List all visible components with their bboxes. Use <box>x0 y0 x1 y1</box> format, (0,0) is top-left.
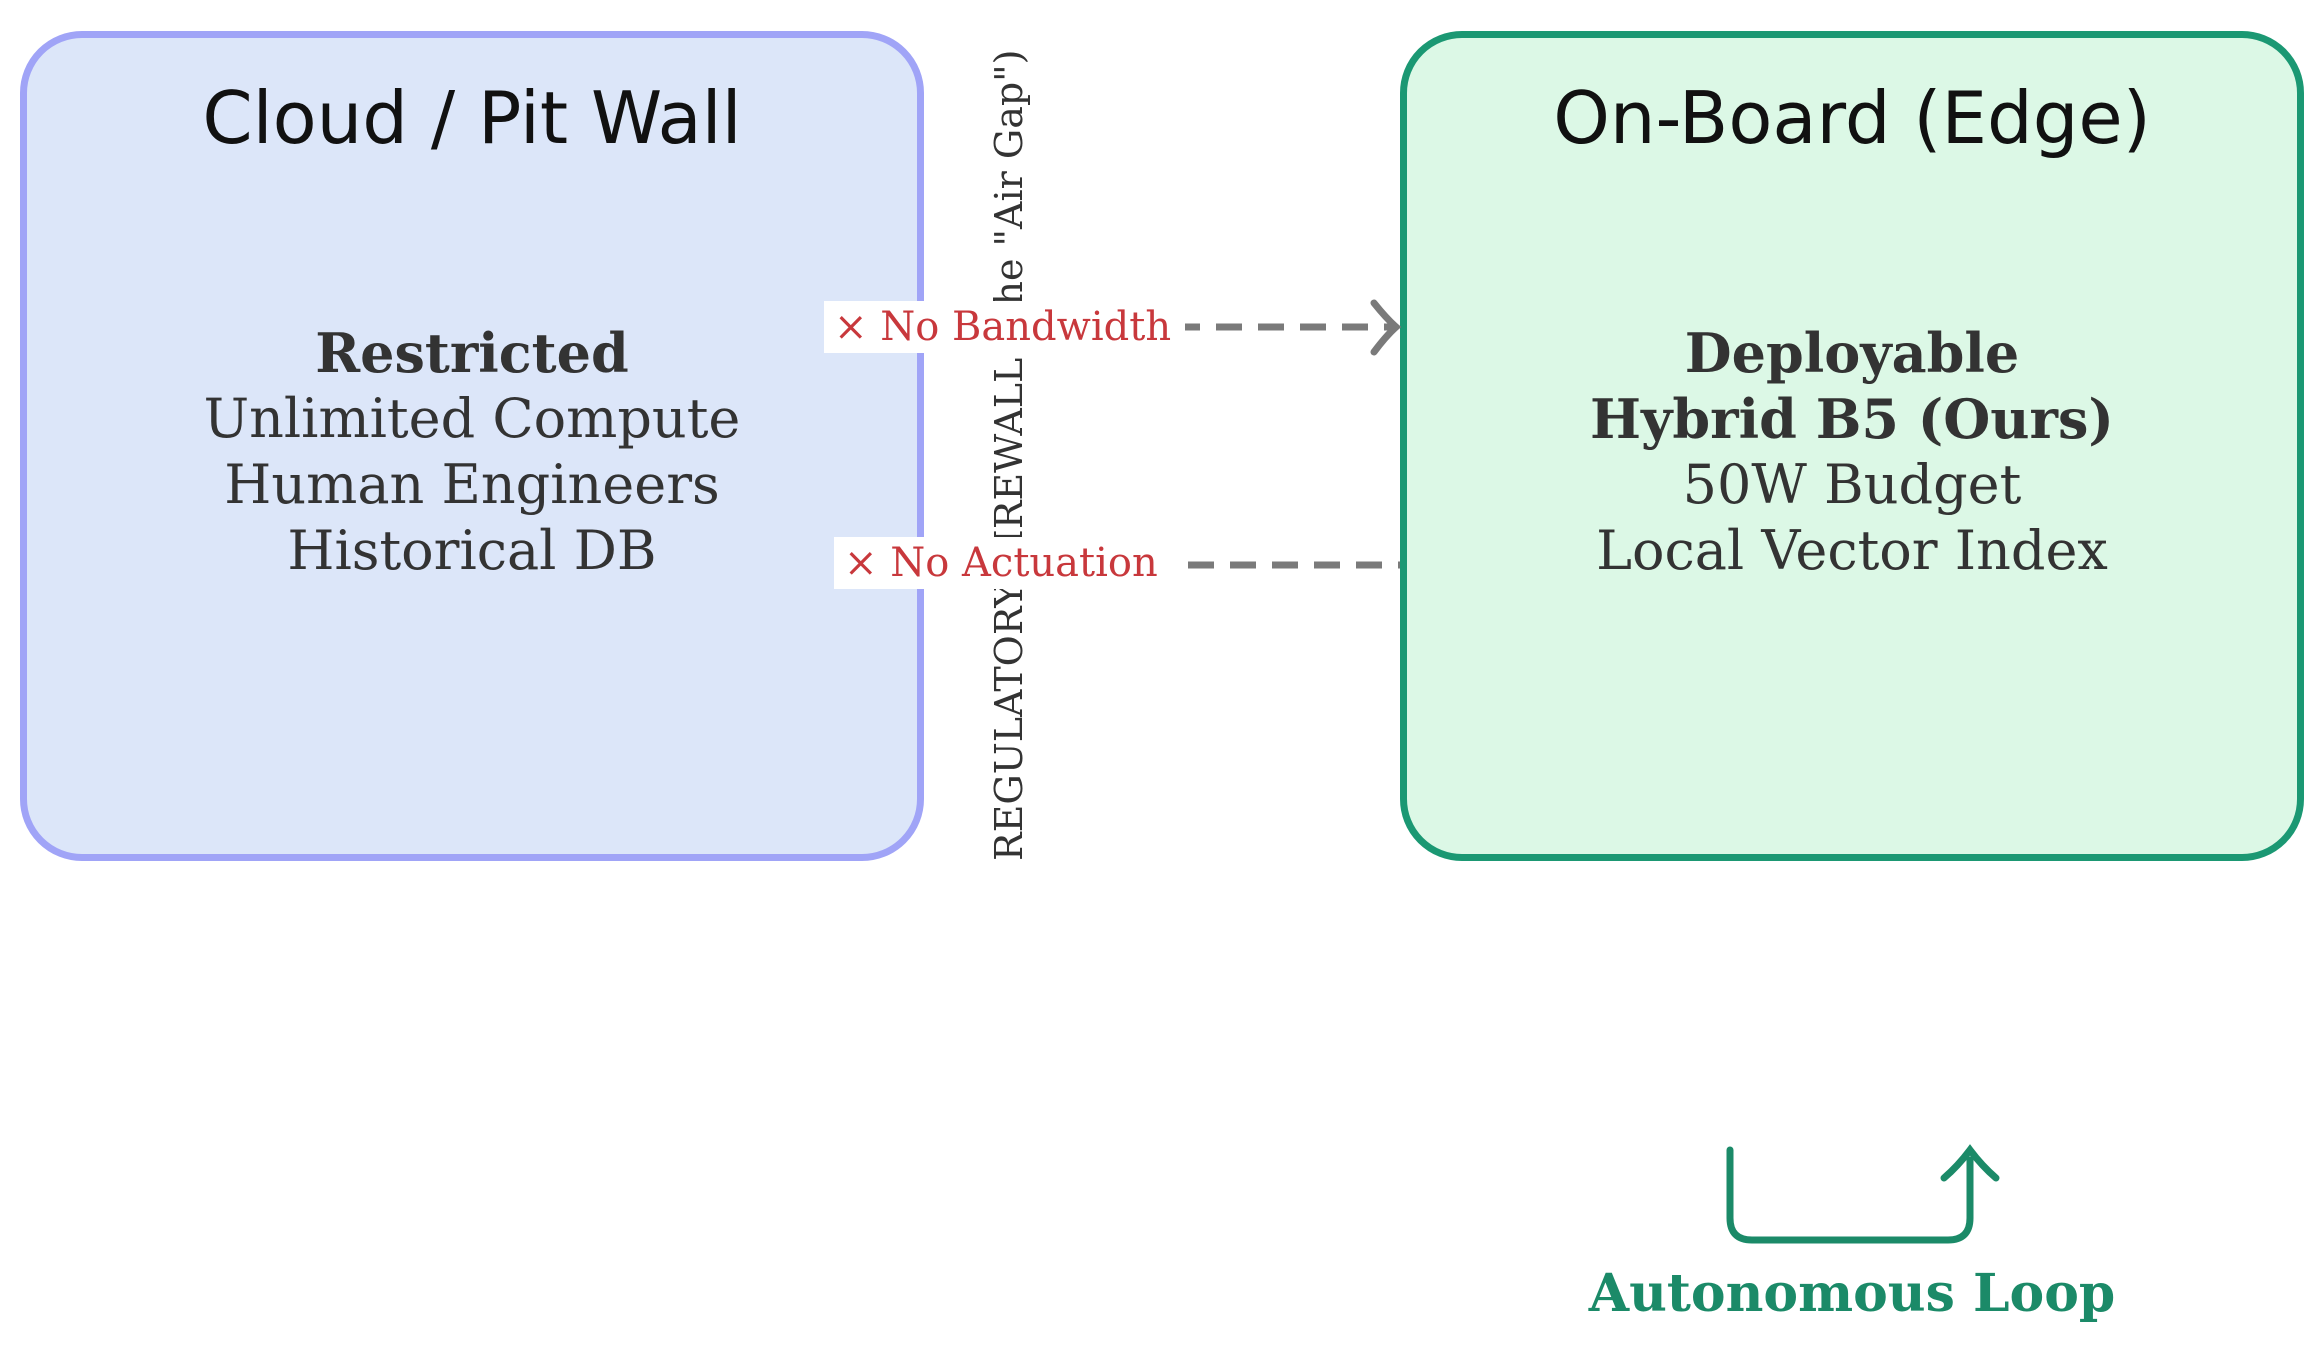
cloud-line-engineers: Human Engineers <box>224 453 720 516</box>
cloud-line-compute: Unlimited Compute <box>203 387 741 450</box>
edge-heading-hybrid-b5: Hybrid B5 (Ours) <box>1590 387 2114 451</box>
edge-heading-deployable: Deployable <box>1684 321 2020 385</box>
edge-panel-body: Deployable Hybrid B5 (Ours) 50W Budget L… <box>1407 320 2297 584</box>
cloud-panel-title: Cloud / Pit Wall <box>202 76 742 160</box>
autonomous-loop-arrow <box>1726 1146 1974 1244</box>
regulatory-firewall-label: REGULATORY FIREWALL (The "Air Gap") <box>987 49 1031 862</box>
no-actuation-label: × No Actuation <box>834 537 1172 589</box>
cloud-panel-body: Restricted Unlimited Compute Human Engin… <box>27 320 917 584</box>
edge-line-vector-index: Local Vector Index <box>1596 519 2108 582</box>
edge-panel-title: On-Board (Edge) <box>1553 76 2151 160</box>
autonomous-loop-label: Autonomous Loop <box>1588 1263 2116 1324</box>
bandwidth-arrowhead-icon <box>1370 299 1402 356</box>
no-bandwidth-label: × No Bandwidth <box>824 301 1186 353</box>
cloud-heading: Restricted <box>315 321 629 385</box>
edge-line-budget: 50W Budget <box>1682 453 2022 516</box>
cloud-line-historical-db: Historical DB <box>287 519 657 582</box>
cloud-pit-wall-panel: Cloud / Pit Wall Restricted Unlimited Co… <box>20 31 924 861</box>
on-board-edge-panel: On-Board (Edge) Deployable Hybrid B5 (Ou… <box>1400 31 2304 861</box>
loop-arrowhead-icon <box>1940 1144 2000 1182</box>
